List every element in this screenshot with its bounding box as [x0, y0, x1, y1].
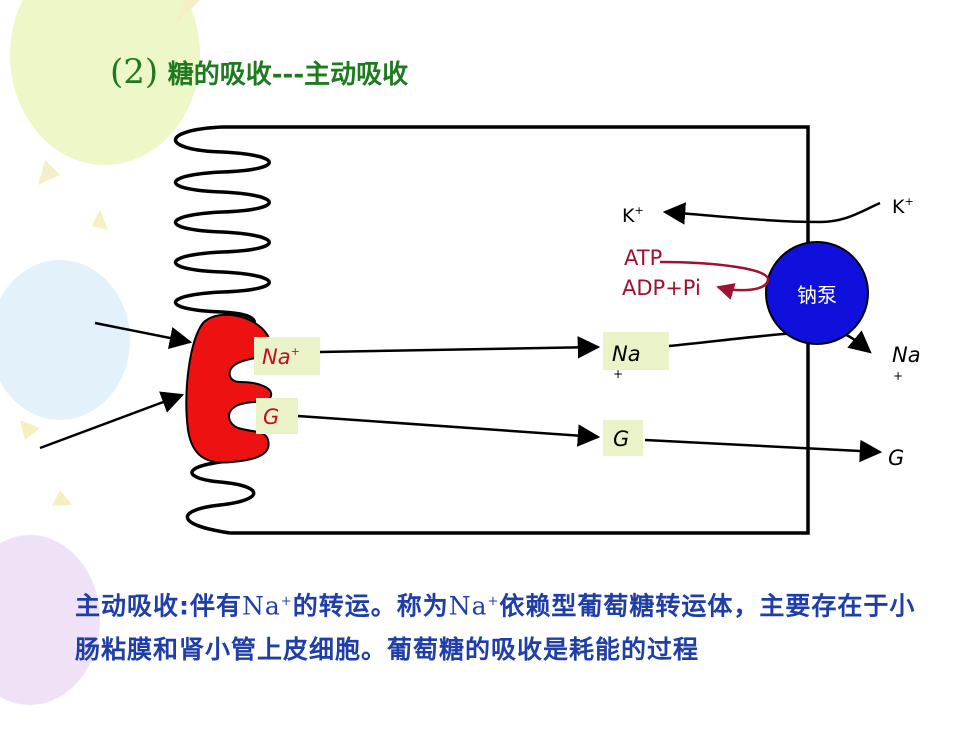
confetti-star — [38, 160, 60, 185]
cell-membrane-border — [222, 125, 810, 535]
microvilli-membrane — [173, 125, 271, 535]
balloon-blue — [0, 260, 130, 420]
na-middle-box — [603, 332, 669, 370]
balloon-yellow — [10, 0, 200, 165]
k-outside-label: K+ — [892, 195, 914, 218]
description-part3: 依赖型葡萄糖转运体，主要存在于小肠粘膜和肾小管上皮细胞。葡萄糖的吸收是耗能的过程 — [75, 591, 916, 665]
description-paragraph: 主动吸收:伴有Na+的转运。称为Na+依赖型葡萄糖转运体，主要存在于小肠粘膜和肾… — [75, 580, 935, 672]
atp-label: ATP — [624, 246, 662, 270]
g-carrier-label: G — [263, 405, 279, 429]
glucose-exit-arrow — [644, 438, 883, 463]
na-transport-arrow — [319, 336, 601, 359]
g-middle-box — [603, 420, 643, 456]
confetti-star — [92, 210, 108, 230]
sodium-pump-label: 钠泵 — [797, 283, 837, 307]
na-outside-plus: + — [893, 369, 903, 383]
na-glucose-cotransporter — [185, 313, 273, 464]
description-plus1: + — [280, 594, 293, 609]
description-na2: Na — [448, 591, 488, 621]
description-na1: Na — [242, 591, 281, 621]
description-part1: 主动吸收:伴有 — [75, 591, 242, 621]
k-inside-label: K+ — [622, 204, 644, 227]
description-part2: 的转运。称为 — [292, 591, 449, 621]
na-middle-plus: + — [613, 367, 623, 381]
na-entry-arrow — [94, 321, 193, 350]
confetti-star — [175, 0, 200, 25]
adp-label: ADP+Pi — [622, 276, 701, 300]
na-carrier-label: Na+ — [262, 345, 300, 369]
na-outside-label: Na — [892, 343, 921, 367]
title-number: (2) — [110, 52, 159, 92]
slide-title: (2) 糖的吸收---主动吸收 — [110, 52, 408, 92]
confetti-star — [20, 420, 40, 440]
atp-hydrolysis-arrow — [659, 260, 770, 300]
title-text: 糖的吸收---主动吸收 — [167, 60, 409, 90]
na-middle-label: Na — [612, 342, 641, 366]
g-outside-label: G — [888, 446, 904, 470]
g-middle-label: G — [613, 427, 629, 451]
glucose-transport-arrow — [297, 414, 601, 447]
confetti-star — [52, 490, 72, 506]
balloon-purple — [0, 535, 100, 705]
glucose-entry-arrow — [39, 391, 185, 450]
sodium-pump — [765, 241, 869, 345]
na-carrier-box — [254, 337, 320, 375]
description-plus2: + — [487, 594, 500, 609]
k-entry-arrow — [662, 201, 881, 225]
g-carrier-box — [256, 398, 298, 434]
